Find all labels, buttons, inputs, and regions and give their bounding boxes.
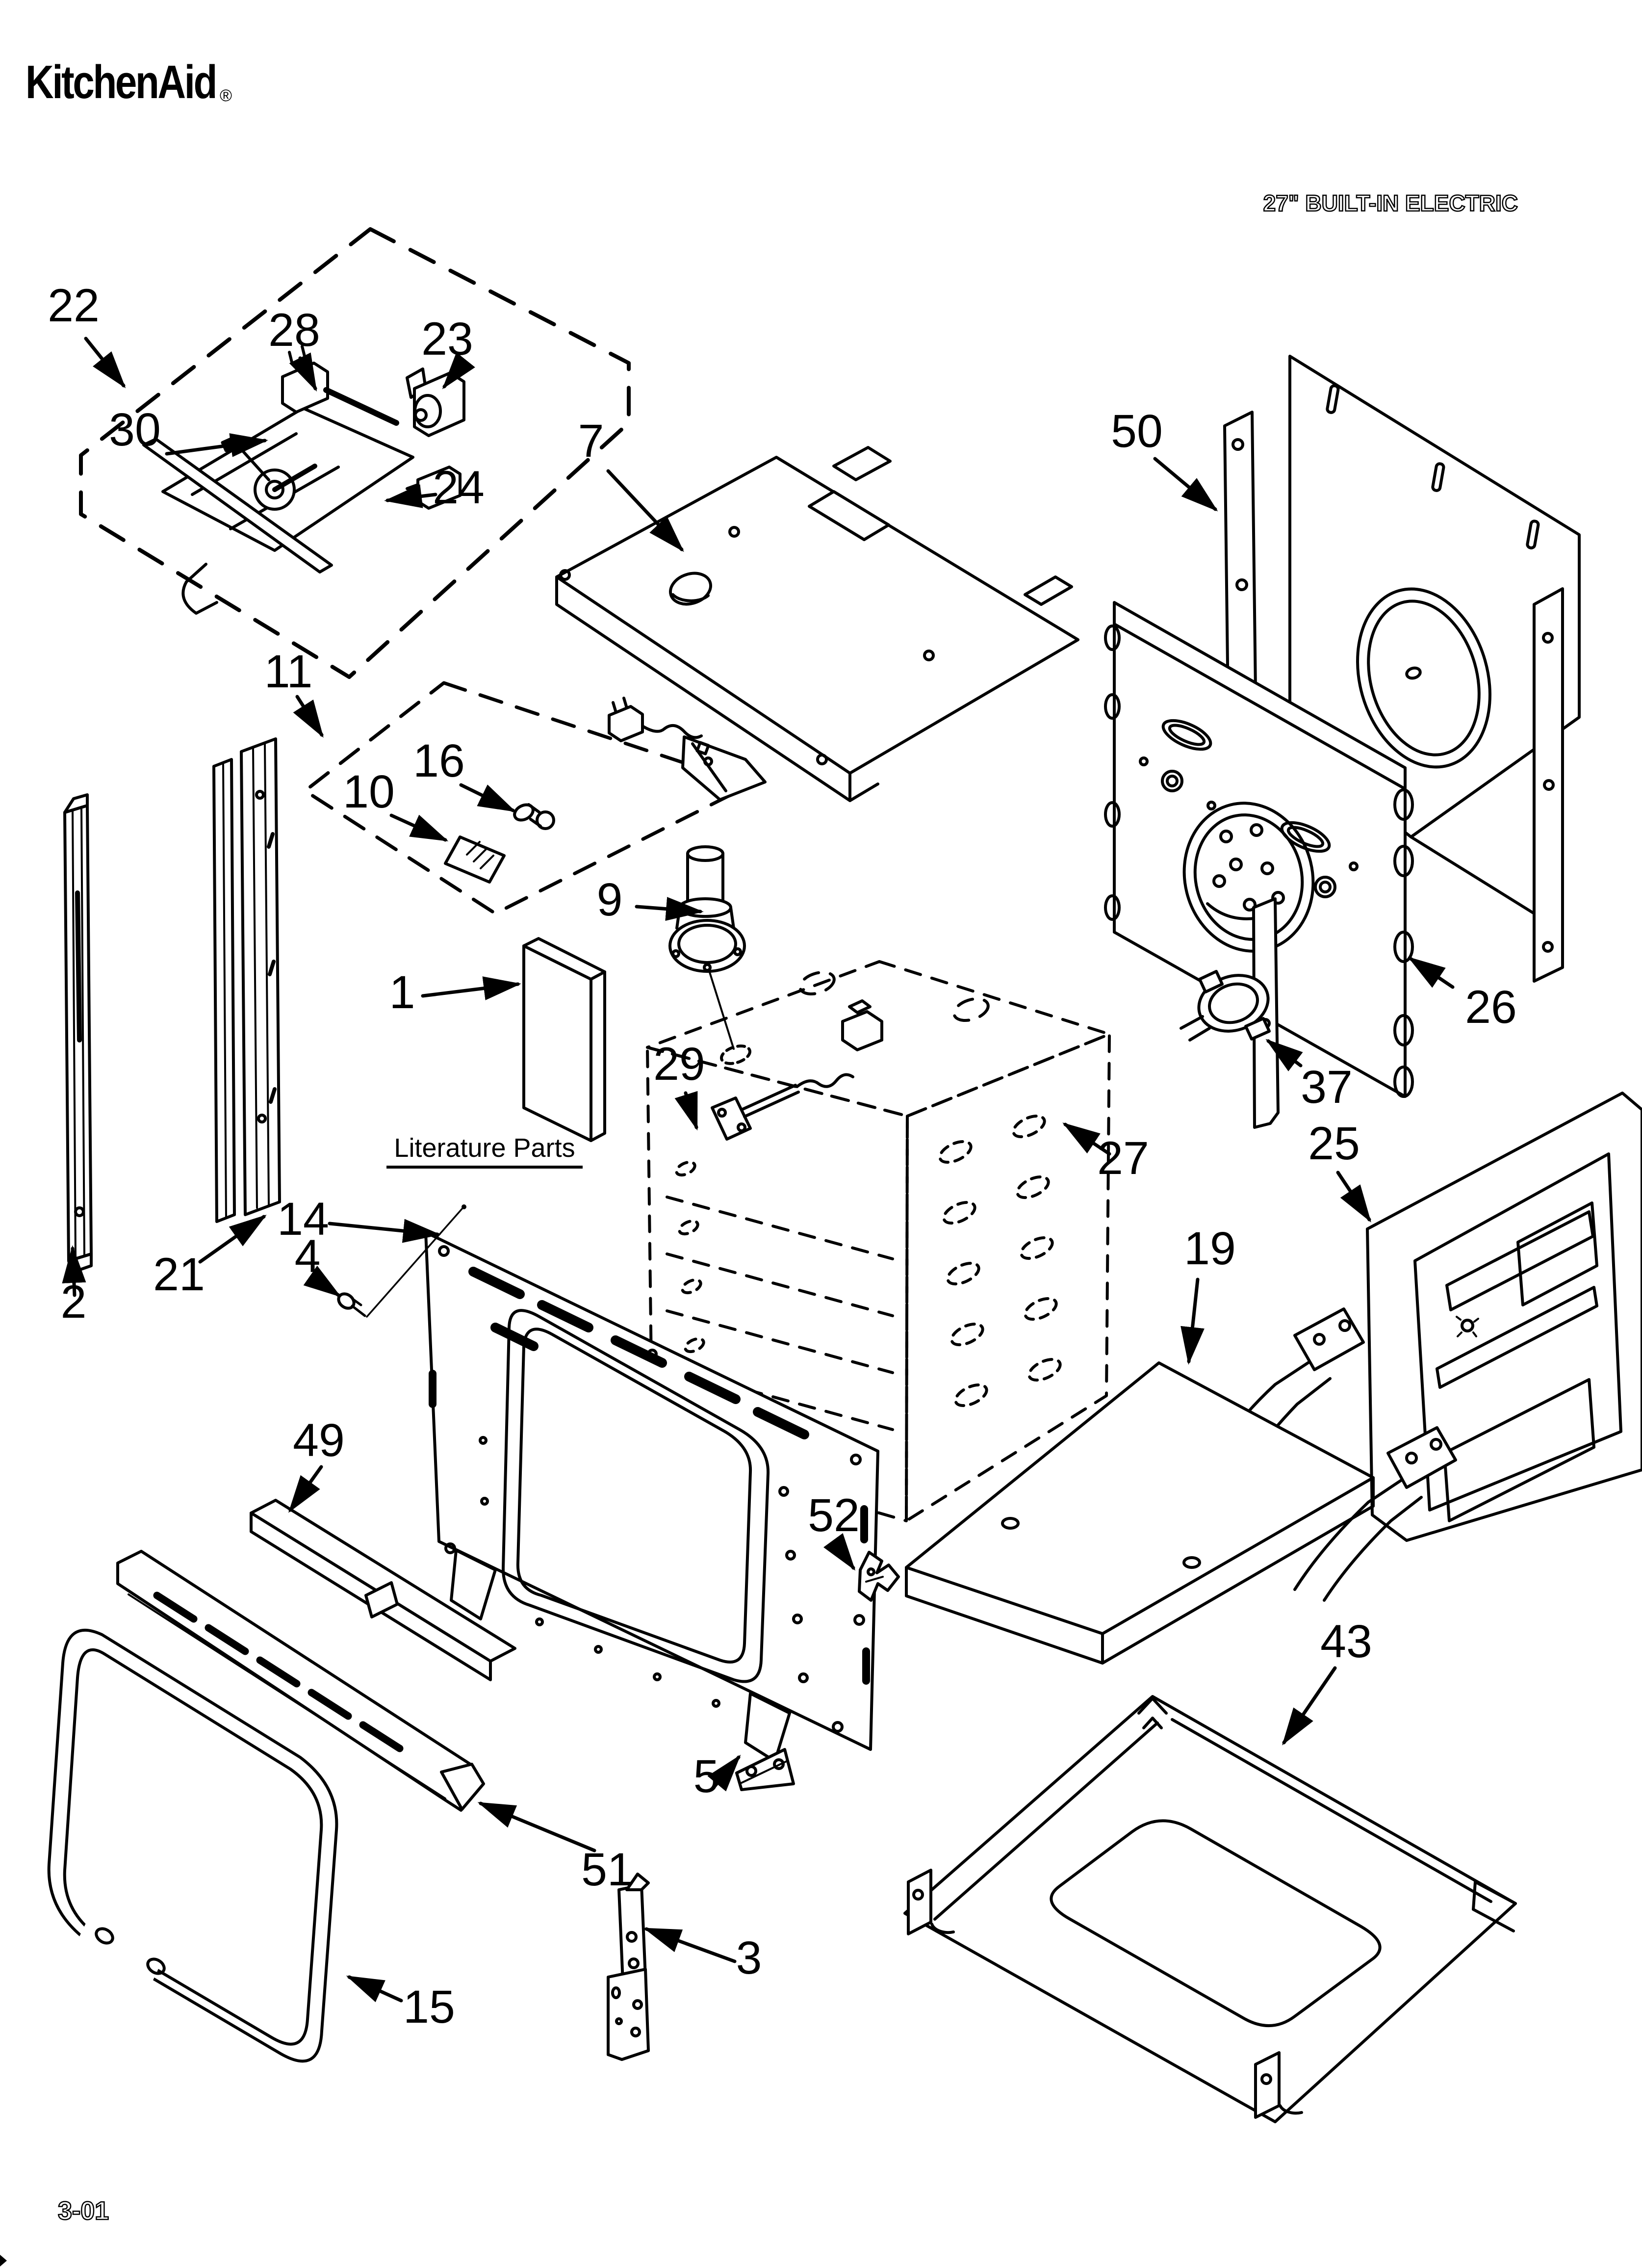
part-51-slotted-rail-drawing [116, 1550, 485, 1812]
part-15-door-gasket-drawing [47, 1629, 338, 2063]
leader-arrow-16 [459, 783, 516, 812]
leader-arrow-11 [293, 695, 324, 738]
leader-arrow-5 [707, 1754, 741, 1792]
callout-52: 52 [808, 1489, 860, 1541]
part-37-thermostat-drawing [1180, 970, 1271, 1042]
part-2-side-trim-drawing [63, 793, 93, 1274]
callout-14: 14 [277, 1193, 329, 1245]
callout-26: 26 [1465, 981, 1517, 1033]
callout-4: 4 [295, 1230, 321, 1282]
leader-arrow-26 [1408, 957, 1455, 989]
leader-arrow-30 [165, 433, 268, 457]
callout-9: 9 [597, 874, 623, 926]
leader-arrow-1 [421, 976, 521, 1000]
part-10-lens-drawing [444, 835, 506, 884]
leader-arrow-19 [1180, 1277, 1205, 1365]
callout-3: 3 [736, 1932, 762, 1984]
part-21-side-rails-drawing [212, 737, 281, 1223]
callout-49: 49 [293, 1414, 345, 1466]
callout-28: 28 [268, 304, 320, 356]
leader-arrow-21 [198, 1214, 267, 1264]
callout-29: 29 [653, 1038, 705, 1090]
page-code: 3-01 [58, 2197, 109, 2225]
leader-arrow-25 [1336, 1171, 1371, 1223]
leader-arrow-10 [389, 813, 449, 842]
part-7-top-panel-drawing [555, 446, 1079, 802]
leader-arrow-51 [477, 1801, 596, 1852]
literature-parts-label: Literature Parts [394, 1133, 575, 1163]
leader-arrow-4 [303, 1265, 341, 1298]
part-50-rear-panel-drawing [1223, 355, 1581, 983]
lamp-holder-assembly-drawing [608, 697, 767, 801]
part-52-clip-drawing [858, 1551, 900, 1602]
part-1-literature-book-drawing [522, 937, 606, 1142]
lamp-region-dashed-boundary [303, 681, 752, 915]
part-43-base-pan-drawing [903, 1695, 1517, 2123]
callout-24: 24 [433, 462, 485, 514]
callout-15: 15 [403, 1981, 455, 2033]
callout-37: 37 [1301, 1061, 1353, 1113]
latch-region-dashed-boundary [79, 227, 631, 679]
leader-arrow-24 [384, 484, 437, 508]
leader-arrow-43 [1282, 1666, 1337, 1746]
callout-10: 10 [343, 766, 395, 818]
part-4-screw-drawing [337, 1204, 466, 1318]
leader-arrow-27 [1062, 1122, 1111, 1156]
leader-arrow-7 [606, 469, 684, 552]
model-label: 27" BUILT-IN ELECTRIC [1263, 190, 1518, 216]
part-29-sensor-drawing [711, 999, 883, 1141]
callout-5: 5 [693, 1750, 719, 1802]
callout-2: 2 [61, 1276, 87, 1328]
leader-arrow-3 [643, 1927, 737, 1963]
leader-arrow-49 [288, 1465, 323, 1513]
leader-arrow-22 [84, 337, 126, 389]
callout-30: 30 [109, 404, 161, 456]
leader-arrow-29 [674, 1091, 698, 1131]
leader-arrow-52 [823, 1533, 856, 1571]
callout-7: 7 [578, 415, 604, 467]
callout-51: 51 [581, 1844, 633, 1896]
part-3-bracket-drawing [607, 1873, 650, 2061]
leader-arrow-15 [346, 1975, 403, 2003]
leader-arrow-23 [442, 352, 475, 390]
part-19-shelf-drawing [905, 1307, 1457, 1665]
leader-arrow-14 [328, 1219, 441, 1243]
registered-mark: ® [220, 86, 232, 105]
leader-arrow-9 [635, 897, 704, 921]
leader-arrow-2 [62, 1245, 86, 1297]
callout-21: 21 [153, 1249, 205, 1301]
callout-22: 22 [48, 280, 100, 332]
callout-27: 27 [1097, 1132, 1149, 1184]
callout-1: 1 [389, 966, 415, 1018]
part-16-bulb-drawing [513, 803, 555, 830]
leader-arrow-50 [1153, 457, 1218, 512]
part-9-socket-drawing [668, 845, 746, 1050]
callout-16: 16 [413, 735, 465, 787]
callout-19: 19 [1184, 1223, 1236, 1275]
leader-arrow-37 [1265, 1039, 1303, 1071]
callout-25: 25 [1308, 1118, 1360, 1170]
callout-43: 43 [1320, 1616, 1372, 1668]
part-30-latch-assembly-drawing [142, 345, 465, 615]
brand-logo: KitchenAid [26, 56, 216, 108]
leader-arrow-28 [289, 352, 317, 392]
callout-50: 50 [1111, 405, 1163, 457]
callout-11: 11 [264, 646, 313, 698]
part-14-front-frame-drawing [424, 1231, 879, 1763]
callout-23: 23 [421, 313, 473, 365]
print-artifact [0, 2255, 7, 2267]
literature-parts-underline [386, 1166, 583, 1169]
part-49-support-bar-drawing [250, 1499, 516, 1681]
